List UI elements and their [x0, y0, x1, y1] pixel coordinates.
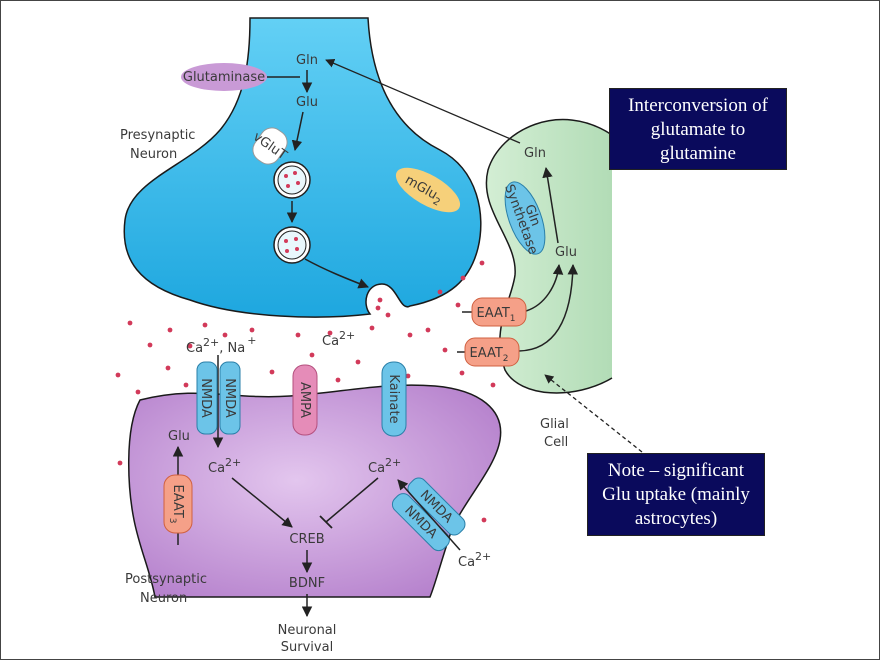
interconversion-line-2: glutamate to	[650, 119, 746, 140]
vglut-transporter: vGluT	[250, 127, 289, 165]
postsynaptic-label-line1: Postsynaptic	[125, 572, 207, 587]
eaat1-transporter: EAAT1	[462, 297, 527, 327]
gln-synthetase-label-1: Gln	[521, 203, 543, 229]
note-callout: Note – significant Glu uptake (mainly as…	[587, 453, 765, 536]
glu-to-gln-arrow	[542, 166, 559, 244]
ca-postsynaptic-left-label: Ca2+	[208, 456, 241, 476]
ca-to-creb-arrow	[231, 477, 293, 528]
presynaptic-label-line1: Presynaptic	[120, 128, 195, 143]
glu-glial-label: Glu	[555, 245, 577, 260]
glu-to-vesicle-arrow	[291, 111, 304, 152]
gln-shuttle-arrow	[325, 59, 521, 144]
glu-presynaptic-label: Glu	[296, 95, 318, 110]
eaat1-uptake-arrow	[525, 263, 564, 312]
nmda-label-b: NMDA	[222, 378, 237, 418]
note-line-1: Note – significant	[607, 460, 745, 481]
glu-postsynaptic-label: Glu	[168, 429, 190, 444]
kainate-receptor: Kainate	[381, 361, 407, 437]
ca-extracellular-label: Ca2+	[458, 550, 491, 570]
survival-label-line2: Survival	[281, 640, 333, 655]
eaat3-transporter: EAAT3	[163, 474, 193, 545]
interconversion-line-1: Interconversion of	[628, 95, 768, 116]
postsynaptic-label-line2: Neuron	[140, 591, 187, 606]
gln-glial-label: Gln	[524, 146, 546, 161]
glutaminase-label: Glutaminase	[183, 70, 265, 85]
nmda-receptor: NMDA NMDA	[196, 361, 241, 435]
vesicle-release-arrow	[304, 258, 369, 289]
glutaminase-enzyme	[181, 63, 267, 91]
eaat2-transporter: EAAT2	[457, 337, 520, 367]
creb-label: CREB	[289, 532, 324, 547]
survival-label-line1: Neuronal	[278, 623, 337, 638]
glial-label-line1: Glial	[540, 417, 569, 432]
ampa-label: AMPA	[297, 382, 312, 418]
eaat1-label: EAAT1	[476, 306, 515, 324]
eaat3-label: EAAT3	[167, 484, 185, 523]
nmda-influx-arrow	[397, 479, 461, 551]
synaptic-vesicle	[273, 226, 311, 264]
note-line-2: Glu uptake (mainly	[602, 484, 750, 505]
interconversion-callout: Interconversion of glutamate to glutamin…	[609, 88, 787, 170]
glial-label-line2: Cell	[544, 435, 568, 450]
eaat2-label: EAAT2	[469, 346, 508, 364]
bdnf-label: BDNF	[289, 576, 325, 591]
ca-inhibits-creb	[319, 477, 379, 529]
presynaptic-label-line2: Neuron	[130, 147, 177, 162]
nmda-label-a: NMDA	[198, 378, 213, 418]
ca-postsynaptic-right-label: Ca2+	[368, 456, 401, 476]
kainate-label: Kainate	[386, 374, 401, 423]
note-line-3: astrocytes)	[634, 508, 718, 529]
ampa-receptor: AMPA	[292, 364, 318, 436]
gln-presynaptic-label: Gln	[296, 53, 318, 68]
ca-na-label: Ca2+, Na+	[186, 334, 256, 356]
ca-cleft-label: Ca2+	[322, 329, 355, 349]
interconversion-line-3: glutamine	[660, 143, 736, 164]
eaat2-uptake-arrow	[518, 263, 579, 352]
mglu2-receptor: mGlu2	[395, 167, 461, 213]
synaptic-vesicle	[273, 161, 311, 199]
